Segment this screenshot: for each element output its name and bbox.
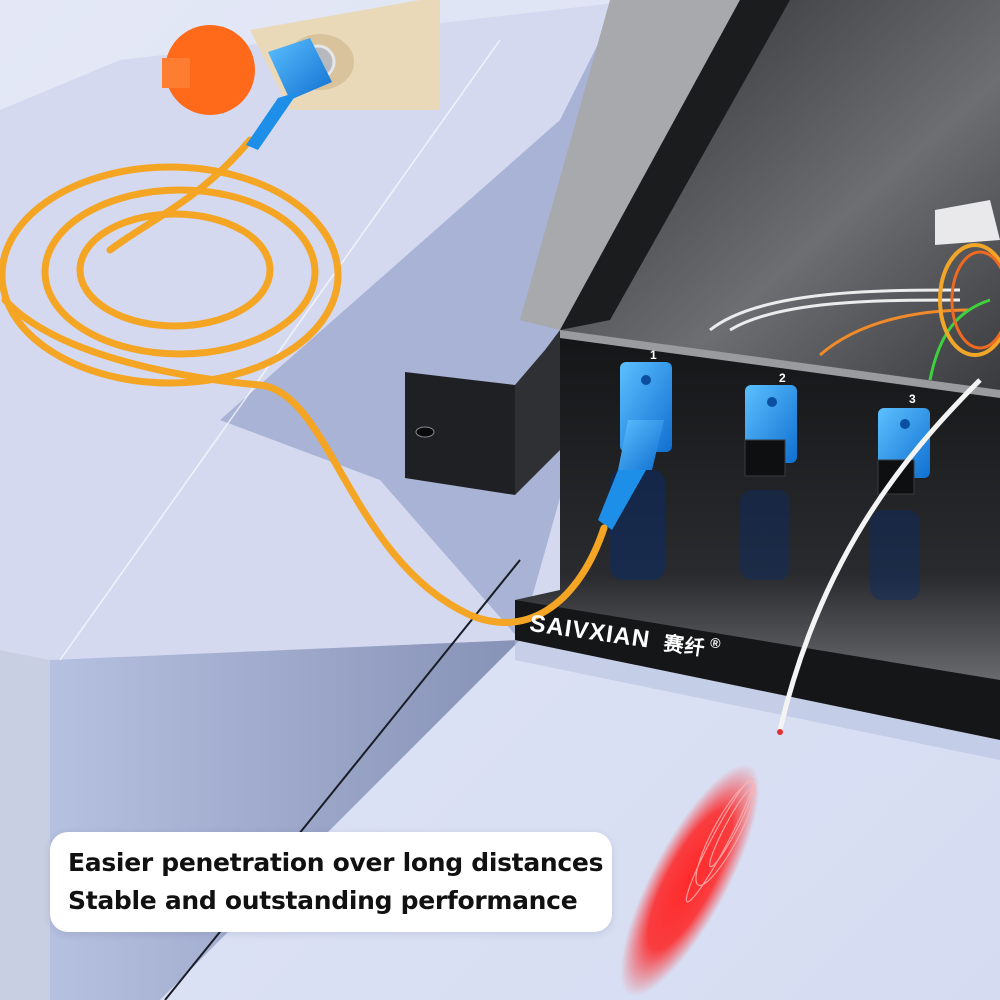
port-label-2: 2 <box>779 371 786 385</box>
registered-mark: ® <box>709 634 723 652</box>
caption-line-2: Stable and outstanding performance <box>68 886 578 915</box>
port-adapters <box>620 362 930 495</box>
brand-chinese-name: 赛纤 <box>662 630 708 661</box>
caption-line-1: Easier penetration over long distances <box>68 848 604 877</box>
feature-caption: Easier penetration over long distances S… <box>50 832 612 932</box>
port-label-1: 1 <box>650 348 657 362</box>
port-label-3: 3 <box>909 392 916 406</box>
